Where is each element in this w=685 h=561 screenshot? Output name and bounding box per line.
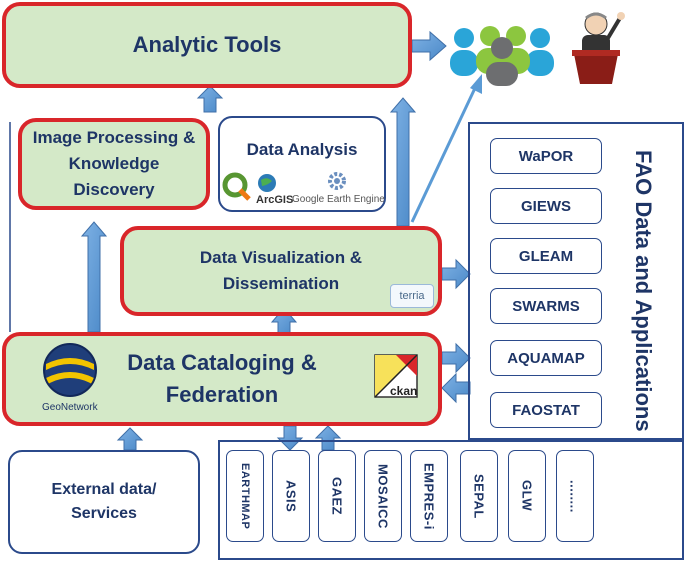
arrow-imgproc-to-analytic [196,85,224,113]
source-label: SEPAL [471,473,487,519]
app-giews: GIEWS [490,188,602,224]
fao-frame [468,122,684,440]
users-group-icon [450,26,554,86]
arrow-vis-to-top [389,97,417,227]
source-gaez: GAEZ [318,450,356,542]
speaker-podium-icon [572,12,625,84]
gear-icon [328,172,346,190]
data-analysis-label: Data Analysis [246,140,358,159]
arrow-external-to-catalog [116,427,144,451]
external-data-label: External data/ Services [51,481,157,522]
app-label: GIEWS [520,197,571,215]
app-label: AQUAMAP [507,349,585,367]
source-label: GLW [519,480,535,512]
source-earthmap: EARTHMAP [226,450,264,542]
geonetwork-label: GeoNetwork [42,402,98,413]
ckan-label: ckan [390,384,418,398]
image-processing-label: Image Processing & Knowledge Discovery [32,128,196,199]
terria-label: terria [399,290,425,302]
diagonal-arrowhead [470,74,482,94]
ckan-logo-icon [374,354,418,398]
app-wapor: WaPOR [490,138,602,174]
app-faostat: FAOSTAT [490,392,602,428]
data-cataloging-label: Data Cataloging & Federation [127,350,317,407]
app-swarms: SWARMS [490,288,602,324]
data-visualization-box: Data Visualization & Dissemination [120,226,442,316]
earth-engine-label: Google Earth Engine [292,194,385,205]
data-visualization-label: Data Visualization & Dissemination [199,248,363,293]
source-asis: ASIS [272,450,310,542]
source-empres-i: EMPRES-i [410,450,448,542]
app-label: FAOSTAT [512,401,580,419]
sources-frame [218,440,684,560]
app-gleam: GLEAM [490,238,602,274]
source-label: MOSAICC [375,463,391,529]
app-aquamap: AQUAMAP [490,340,602,376]
external-data-box: External data/ Services [8,450,200,554]
source-mosaicc: MOSAICC [364,450,402,542]
qgis-icon [222,172,251,201]
arrow-vis-to-fao [441,258,471,290]
source-label: EMPRES-i [421,462,437,530]
geonetwork-globe-icon [43,343,97,397]
source-label: ........ [567,479,583,513]
arrow-fao-to-catalog [441,372,471,404]
source-sepal: SEPAL [460,450,498,542]
source-glw: GLW [508,450,546,542]
arrow-sources-to-catalog [314,425,342,451]
source-label: GAEZ [329,476,345,516]
source-label: ASIS [283,479,299,513]
arrow-to-users [411,30,447,62]
image-processing-box: Image Processing & Knowledge Discovery [18,118,210,210]
source-more: ........ [556,450,594,542]
app-label: SWARMS [512,297,580,315]
source-label: EARTHMAP [239,462,251,530]
app-label: GLEAM [518,247,574,265]
globe-icon [258,174,276,192]
app-label: WaPOR [518,147,574,165]
arrow-catalog-to-sources [276,425,304,451]
analytic-tools-box: Analytic Tools [2,2,412,88]
arrow-catalog-to-imgproc [80,221,108,333]
fao-title: FAO Data and Applications [631,150,656,432]
arcgis-label: ArcGIS [256,194,294,206]
diagonal-to-users-line [410,85,478,223]
analytic-tools-label: Analytic Tools [132,32,282,57]
arrow-catalog-to-fao [441,342,471,374]
terria-logo: terria [390,284,434,308]
